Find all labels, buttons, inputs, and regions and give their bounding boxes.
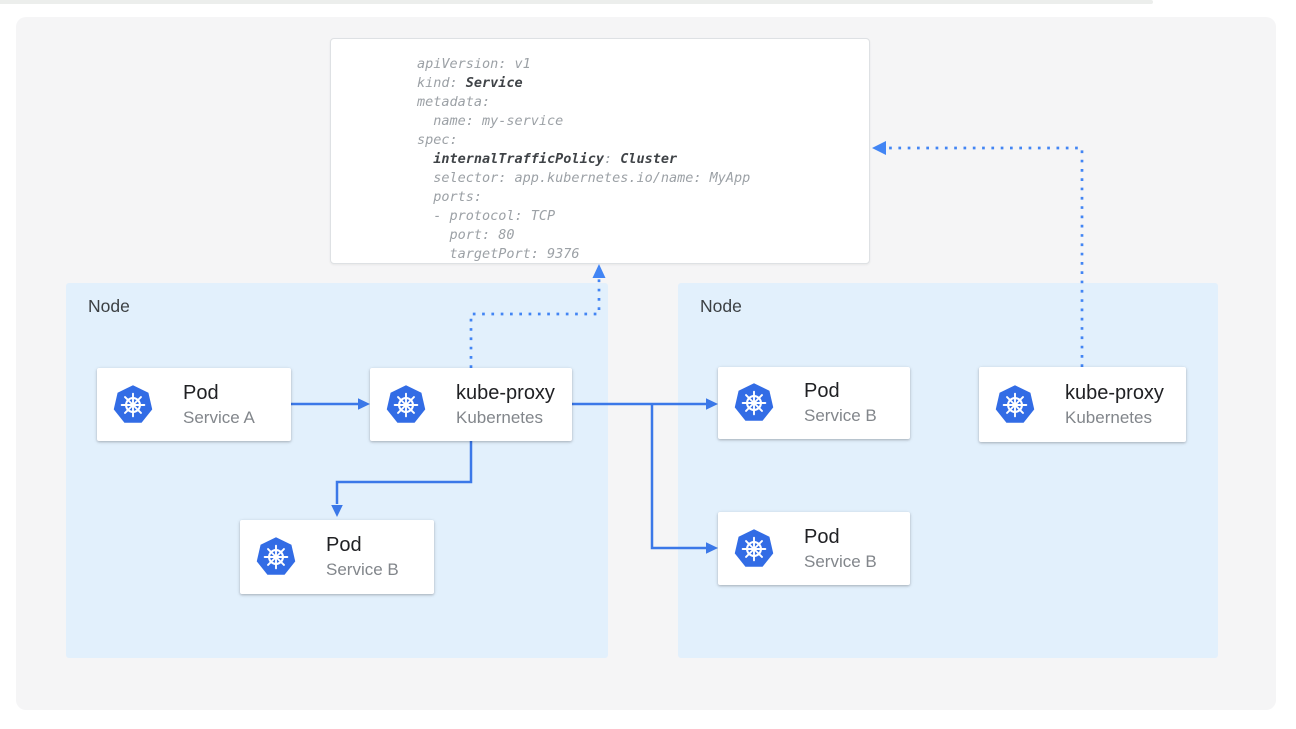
code-line: spec:: [417, 132, 458, 148]
card-title: Pod: [804, 380, 840, 402]
kubernetes-icon: [733, 382, 775, 422]
code-line: targetPort: 9376: [417, 246, 580, 262]
node-right-label: Node: [700, 296, 742, 316]
service-yaml-box: apiVersion: v1 kind: Service metadata: nam…: [330, 38, 870, 264]
card-title: kube-proxy: [1065, 381, 1164, 404]
arrowhead-up-icon: [592, 264, 606, 278]
code-line: internalTrafficPolicy: Cluster: [433, 151, 678, 167]
code-line: kind: Service: [417, 75, 523, 91]
code-line: port: 80: [417, 227, 515, 243]
card-title: Pod: [326, 534, 362, 556]
code-line: name: my-service: [417, 113, 564, 129]
code-line: apiVersion: v1: [417, 56, 531, 72]
kubernetes-icon: [112, 383, 154, 424]
code-line: - protocol: TCP: [417, 208, 556, 224]
card-subtitle: Service B: [326, 560, 399, 579]
node-left: Node: [66, 283, 608, 658]
arrowhead-left-icon: [872, 141, 886, 155]
kubernetes-icon: [733, 527, 775, 568]
kubernetes-icon: [255, 536, 297, 576]
card-title: Pod: [183, 381, 219, 404]
card-pod-service-b-left: Pod Service B: [240, 520, 434, 594]
card-subtitle: Kubernetes: [456, 407, 543, 427]
page-divider-rule: [0, 0, 1153, 4]
card-pod-service-a: Pod Service A: [97, 368, 291, 441]
card-title: kube-proxy: [456, 381, 555, 404]
card-kube-proxy-right: kube-proxy Kubernetes: [979, 367, 1186, 442]
node-right: Node: [678, 283, 1218, 658]
yaml-code: apiVersion: v1 kind: Service metadata: nam…: [417, 55, 861, 264]
kubernetes-icon: [385, 383, 427, 424]
card-subtitle: Service B: [804, 551, 877, 571]
card-pod-service-b-right-bottom: Pod Service B: [718, 512, 910, 585]
card-pod-service-b-right-top: Pod Service B: [718, 367, 910, 439]
code-line: ports:: [417, 189, 483, 205]
node-left-label: Node: [88, 296, 130, 316]
code-line: metadata:: [417, 94, 491, 110]
card-subtitle: Kubernetes: [1065, 407, 1152, 427]
card-subtitle: Service A: [183, 407, 255, 427]
kubernetes-icon: [994, 383, 1036, 424]
card-title: Pod: [804, 525, 840, 548]
card-subtitle: Service B: [804, 406, 877, 425]
diagram-panel: apiVersion: v1 kind: Service metadata: nam…: [16, 17, 1276, 710]
card-kube-proxy-left: kube-proxy Kubernetes: [370, 368, 572, 441]
code-line: selector: app.kubernetes.io/name: MyApp: [417, 170, 751, 186]
